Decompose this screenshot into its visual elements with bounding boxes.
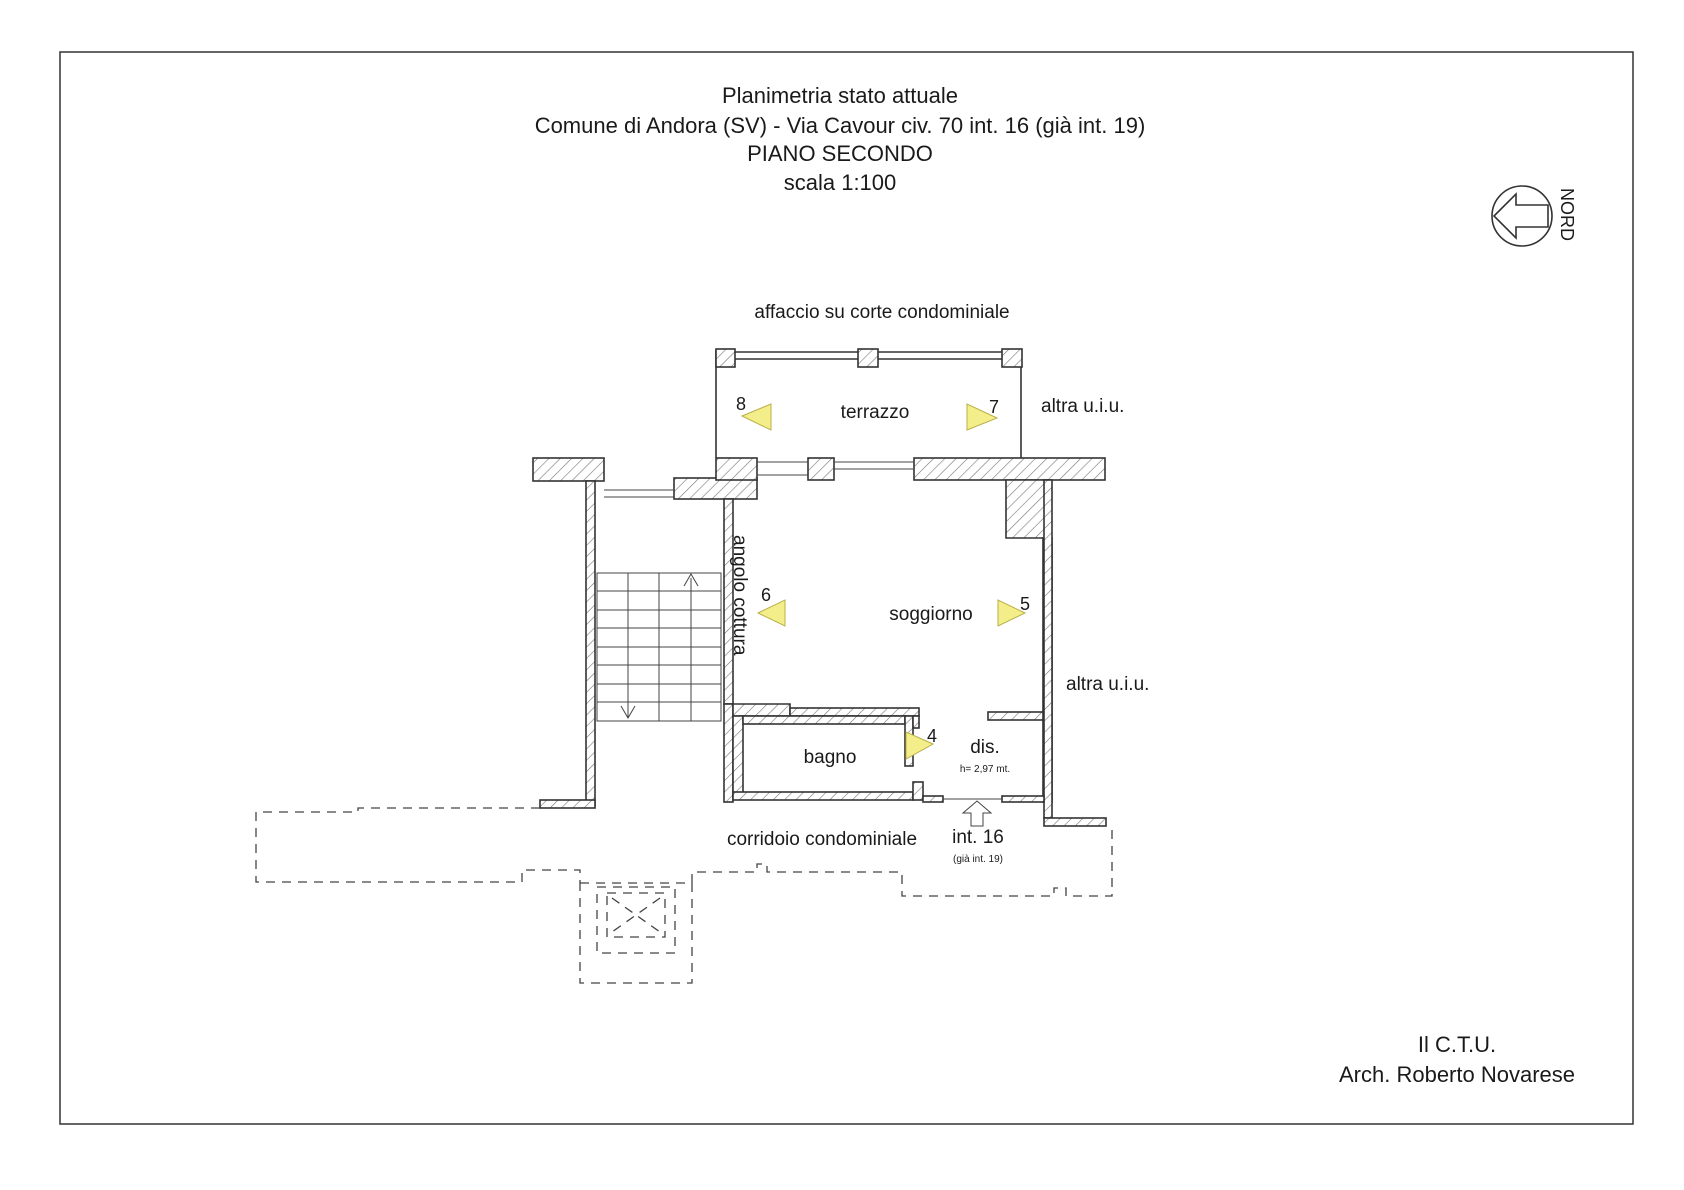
hallway-label: dis.: [970, 737, 1000, 758]
north-arrow-icon: NORD: [1491, 185, 1577, 247]
photo-point-number: 8: [736, 394, 746, 414]
walls: [532, 457, 1107, 827]
sheet-border: [59, 51, 1634, 1125]
other-unit-label-right: altra u.i.u.: [1066, 674, 1149, 695]
other-unit-label-top: altra u.i.u.: [1041, 396, 1124, 417]
title-line-2: Comune di Andora (SV) - Via Cavour civ. …: [535, 113, 1146, 138]
photo-point-number: 6: [761, 585, 771, 605]
photo-point-marker: [740, 403, 772, 431]
title-block: Planimetria stato attuale Comune di Ando…: [535, 83, 1146, 195]
signature-block: Il C.T.U. Arch. Roberto Novarese: [1339, 1032, 1575, 1087]
courtyard-label: affaccio su corte condominiale: [754, 302, 1009, 323]
entrance-arrow-icon: [961, 800, 993, 827]
corridor-label: corridoio condominiale: [727, 829, 917, 850]
ceiling-height-label: h= 2,97 mt.: [960, 764, 1010, 775]
photo-points: 8 7 6 5 4: [736, 394, 1030, 760]
common-corridor-outline: [255, 807, 1113, 984]
title-line-1: Planimetria stato attuale: [722, 83, 958, 108]
title-line-3: PIANO SECONDO: [747, 141, 933, 166]
scale-label: scala 1:100: [784, 170, 897, 195]
photo-point-marker: [997, 599, 1027, 627]
staircase: [596, 572, 722, 722]
signature-name: Arch. Roberto Novarese: [1339, 1062, 1575, 1087]
terrace-label: terrazzo: [841, 402, 910, 423]
bathroom-label: bagno: [804, 747, 857, 768]
entrance-label: int. 16: [952, 827, 1004, 848]
photo-point-number: 5: [1020, 594, 1030, 614]
kitchen-corner-label: angolo cottura: [729, 535, 750, 656]
photo-point-marker: [966, 403, 999, 431]
windows: [604, 461, 1002, 800]
photo-point-marker: [756, 599, 786, 627]
photo-point-number: 7: [989, 397, 999, 417]
signature-role: Il C.T.U.: [1418, 1032, 1496, 1057]
photo-point-marker: [905, 731, 935, 760]
north-label: NORD: [1557, 188, 1577, 241]
entrance-old-number: (già int. 19): [953, 854, 1003, 865]
terrace: [715, 348, 1023, 458]
living-room-label: soggiorno: [889, 604, 972, 625]
photo-point-number: 4: [927, 726, 937, 746]
